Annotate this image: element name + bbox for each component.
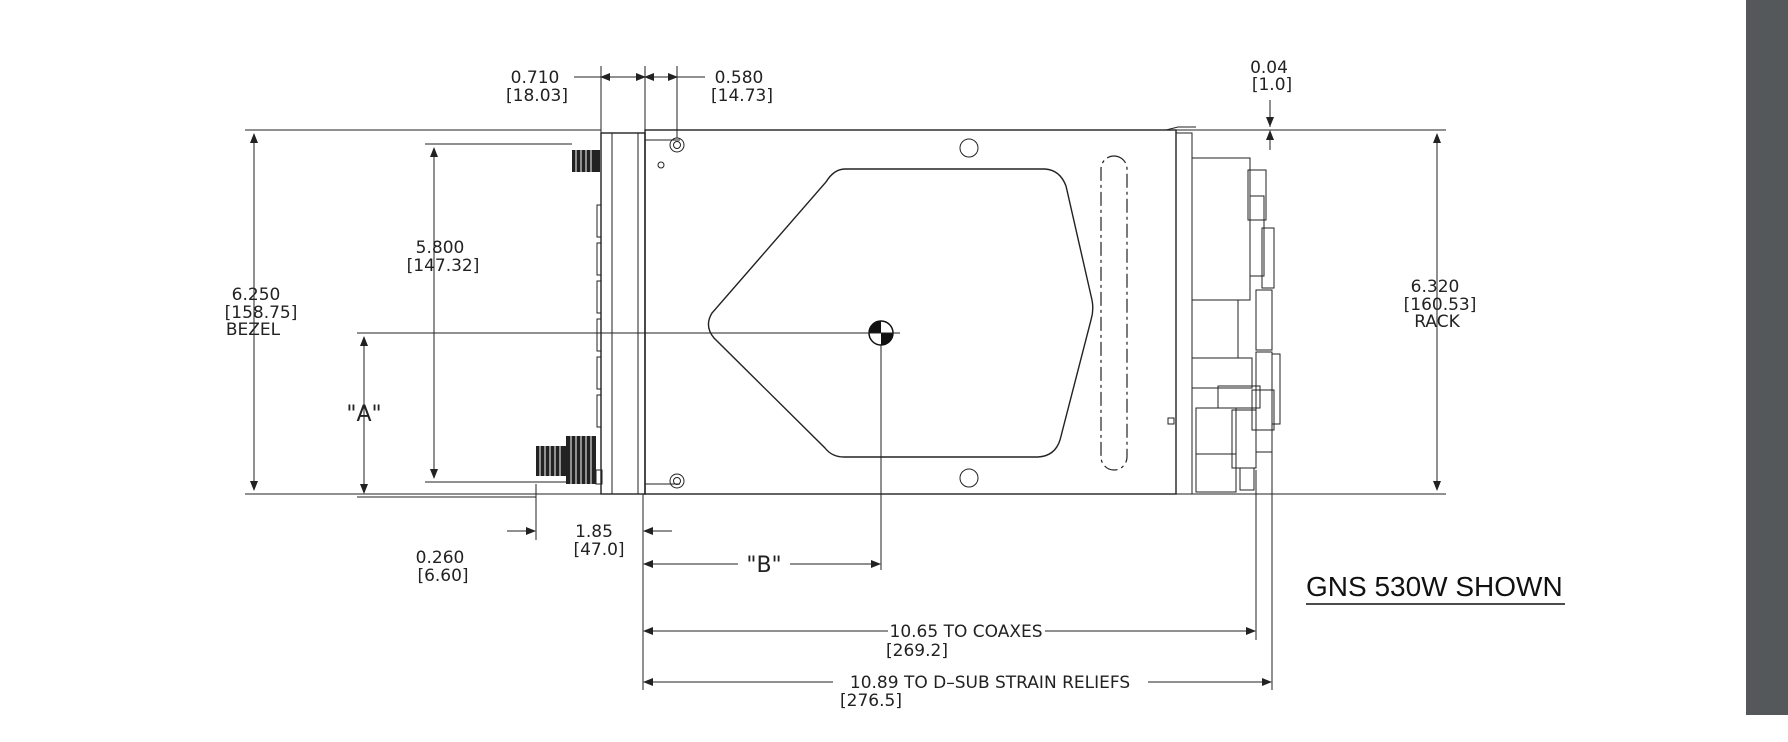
dimension-labels: 0.710 [18.03] 0.580 [14.73] 0.04 [1.0] 6… — [225, 58, 1477, 711]
dim-rack-inch: 6.320 — [1411, 277, 1460, 297]
dim-185-mm: [47.0] — [573, 540, 624, 560]
dim-bezel-note: BEZEL — [226, 320, 281, 340]
rack-hole-bottom — [959, 468, 979, 488]
bottom-dual-knob — [536, 436, 603, 485]
dim-0710-inch: 0.710 — [511, 68, 560, 88]
dim-b-label: "B" — [746, 553, 781, 578]
dim-5800-mm: [147.32] — [407, 256, 480, 276]
dim-0710-mm: [18.03] — [506, 86, 568, 106]
top-knob — [572, 150, 600, 172]
mounting-screw-bottom — [669, 473, 685, 489]
dim-5800-inch: 5.800 — [416, 238, 465, 258]
small-hole — [657, 161, 665, 169]
dash-slot — [1100, 155, 1128, 471]
viewer-scrollbar-panel — [1746, 0, 1788, 715]
extension-lines — [245, 66, 1446, 690]
dim-bezel-mm: [158.75] — [225, 303, 298, 323]
rear-connectors — [1165, 126, 1281, 495]
dim-rack-note: RACK — [1414, 312, 1460, 332]
dim-dsub-text: 10.89 TO D–SUB STRAIN RELIEFS — [850, 673, 1130, 693]
drawing-title: GNS 530W SHOWN — [1306, 571, 1563, 602]
rack-hole-top — [959, 138, 979, 158]
dim-a-label: "A" — [346, 402, 381, 427]
dim-004-mm: [1.0] — [1252, 75, 1292, 95]
dim-0260-inch: 0.260 — [416, 548, 465, 568]
dim-dsub-mm: [276.5] — [840, 691, 902, 711]
dimension-lines — [250, 73, 1441, 686]
dim-coaxes-mm: [269.2] — [886, 641, 948, 661]
bezel-buttons — [596, 204, 602, 428]
dim-004-inch: 0.04 — [1250, 58, 1288, 78]
rack-body — [644, 129, 1177, 495]
unit-body — [536, 126, 1281, 495]
dim-rack-mm: [160.53] — [1404, 295, 1477, 315]
dim-185-inch: 1.85 — [575, 522, 613, 542]
dim-0580-mm: [14.73] — [711, 86, 773, 106]
dim-0580-inch: 0.580 — [715, 68, 764, 88]
unit-side-view-drawing: 0.710 [18.03] 0.580 [14.73] 0.04 [1.0] 6… — [225, 58, 1565, 711]
dim-bezel-inch: 6.250 — [232, 285, 281, 305]
dim-coaxes-text: 10.65 TO COAXES — [890, 622, 1043, 642]
rack-cutout — [707, 168, 1094, 458]
dim-0260-mm: [6.60] — [417, 566, 468, 586]
